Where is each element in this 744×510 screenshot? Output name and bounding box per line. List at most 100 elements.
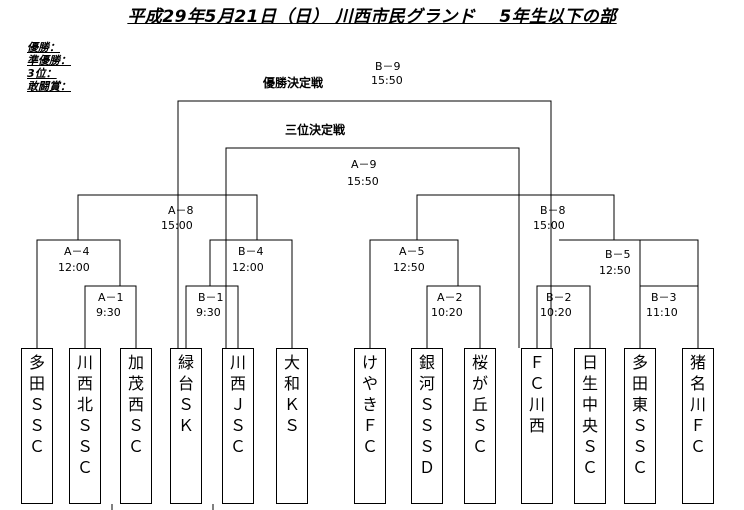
team-name-char: Ｋ — [283, 395, 300, 414]
match-a4-time: 12:00 — [58, 261, 90, 274]
team-name-char: Ｓ — [631, 437, 648, 456]
team-box: 多田東ＳＳＣ多田東ＳＳＣ — [624, 348, 656, 504]
team-name-char: 緑 — [177, 353, 194, 372]
award-fighting-spirit: 敢闘賞： — [27, 80, 71, 93]
team-name-char: 央 — [581, 416, 598, 435]
team-box: 緑台ＳＫ緑台ＳＫ — [170, 348, 202, 504]
team-name-char: 川 — [528, 395, 545, 414]
team-name-char: 茂 — [127, 374, 144, 393]
team-box: 多田ＳＳＣ多田ＳＳＣ — [21, 348, 53, 504]
team-name-char: や — [361, 374, 378, 393]
team-box: 猪名川ＦＣ猪名川ＦＣ — [682, 348, 714, 504]
team-name-char: Ｃ — [229, 437, 246, 456]
team-box: 銀河ＳＳＳＤ銀河ＳＳＳＤ — [411, 348, 443, 504]
team-box: 大和ＫＳ大和ＫＳ — [276, 348, 308, 504]
team-name-char: Ｓ — [581, 437, 598, 456]
match-b4-time: 12:00 — [232, 261, 264, 274]
match-b9-time: 15:50 — [371, 74, 403, 87]
team-name-char: 丘 — [471, 395, 488, 414]
team-name-char: 西 — [528, 416, 545, 435]
team-name-char: Ｄ — [418, 458, 435, 477]
team-name-char: Ｓ — [418, 395, 435, 414]
match-b8-time: 15:00 — [533, 219, 565, 232]
team-box: けやきＦＣけやきＦＣ — [354, 348, 386, 504]
match-a9-code: A－9 — [351, 158, 377, 171]
team-name-char: 川 — [76, 353, 93, 372]
team-name-char: Ｃ — [631, 458, 648, 477]
team-name-char: が — [471, 374, 488, 393]
match-a2-time: 10:20 — [431, 306, 463, 319]
team-name-char: 加 — [127, 353, 144, 372]
team-box: 加茂西ＳＣ加茂西ＳＣ — [120, 348, 152, 504]
team-name-char: Ｓ — [631, 416, 648, 435]
team-name-char: Ｓ — [177, 395, 194, 414]
match-a4-code: A－4 — [64, 245, 90, 258]
match-a9-time: 15:50 — [347, 175, 379, 188]
team-name-char: 田 — [631, 374, 648, 393]
match-b4-code: B－4 — [238, 245, 264, 258]
team-name-char: 川 — [689, 395, 706, 414]
team-name-char: 河 — [418, 374, 435, 393]
team-name-char: 北 — [76, 395, 93, 414]
match-b2-time: 10:20 — [540, 306, 572, 319]
team-name-char: Ｃ — [581, 458, 598, 477]
match-a1-time: 9:30 — [96, 306, 121, 319]
team-name-char: 中 — [581, 395, 598, 414]
award-third: 3位： — [27, 67, 57, 80]
match-a8-code: A－8 — [168, 204, 194, 217]
team-name-char: Ｃ — [471, 437, 488, 456]
team-name-char: 猪 — [689, 353, 706, 372]
team-name-char: 銀 — [418, 353, 435, 372]
team-name-char: Ｃ — [127, 437, 144, 456]
team-name-char: Ｓ — [418, 416, 435, 435]
final-title: 優勝決定戦 — [263, 76, 324, 90]
team-name-char: Ｃ — [361, 437, 378, 456]
team-name-char: Ｋ — [177, 416, 194, 435]
team-name-char: 大 — [283, 353, 300, 372]
team-box: 川西北ＳＳＣ川西北ＳＳＣ — [69, 348, 101, 504]
team-name-char: 東 — [631, 395, 648, 414]
team-name-char: 多 — [28, 353, 45, 372]
match-b1-time: 9:30 — [196, 306, 221, 319]
team-name-char: Ｓ — [76, 437, 93, 456]
team-name-char: Ｓ — [471, 416, 488, 435]
match-b8-code: B－8 — [540, 204, 566, 217]
team-name-char: Ｓ — [418, 437, 435, 456]
team-name-char: 西 — [76, 374, 93, 393]
match-a8-time: 15:00 — [161, 219, 193, 232]
team-name-char: 和 — [283, 374, 300, 393]
match-a5-code: A－5 — [399, 245, 425, 258]
team-name-char: Ｓ — [28, 416, 45, 435]
team-name-char: き — [361, 395, 378, 414]
team-name-char: Ｃ — [689, 437, 706, 456]
team-name-char: 西 — [127, 395, 144, 414]
team-name-char: Ｓ — [76, 416, 93, 435]
team-name-char: Ｆ — [528, 353, 545, 372]
team-name-char: Ｆ — [689, 416, 706, 435]
match-a2-code: A－2 — [437, 291, 463, 304]
team-box: 日生中央ＳＣ日生中央ＳＣ — [574, 348, 606, 504]
match-a1-code: A－1 — [98, 291, 124, 304]
team-name-char: Ｃ — [28, 437, 45, 456]
team-name-char: Ｃ — [528, 374, 545, 393]
team-box: 川西ＪＳＣ川西ＪＳＣ — [222, 348, 254, 504]
team-name-char: Ｆ — [361, 416, 378, 435]
match-b1-code: B－1 — [198, 291, 224, 304]
team-name-char: 日 — [581, 353, 598, 372]
team-name-char: 川 — [229, 353, 246, 372]
team-name-char: 生 — [581, 374, 598, 393]
match-b5-code: B－5 — [605, 248, 631, 261]
match-b9-code: B－9 — [375, 60, 401, 73]
team-name-char: 台 — [177, 374, 194, 393]
team-name-char: 西 — [229, 374, 246, 393]
team-name-char: 田 — [28, 374, 45, 393]
team-name-char: 名 — [689, 374, 706, 393]
team-name-char: Ｓ — [283, 416, 300, 435]
third-place-title: 三位決定戦 — [285, 123, 346, 137]
team-name-char: Ｓ — [229, 416, 246, 435]
match-b3-time: 11:10 — [646, 306, 678, 319]
match-b5-time: 12:50 — [599, 264, 631, 277]
award-runner-up: 準優勝： — [27, 54, 71, 67]
page-title: 平成29年5月21日（日） 川西市民グランド 5年生以下の部 — [127, 7, 617, 27]
